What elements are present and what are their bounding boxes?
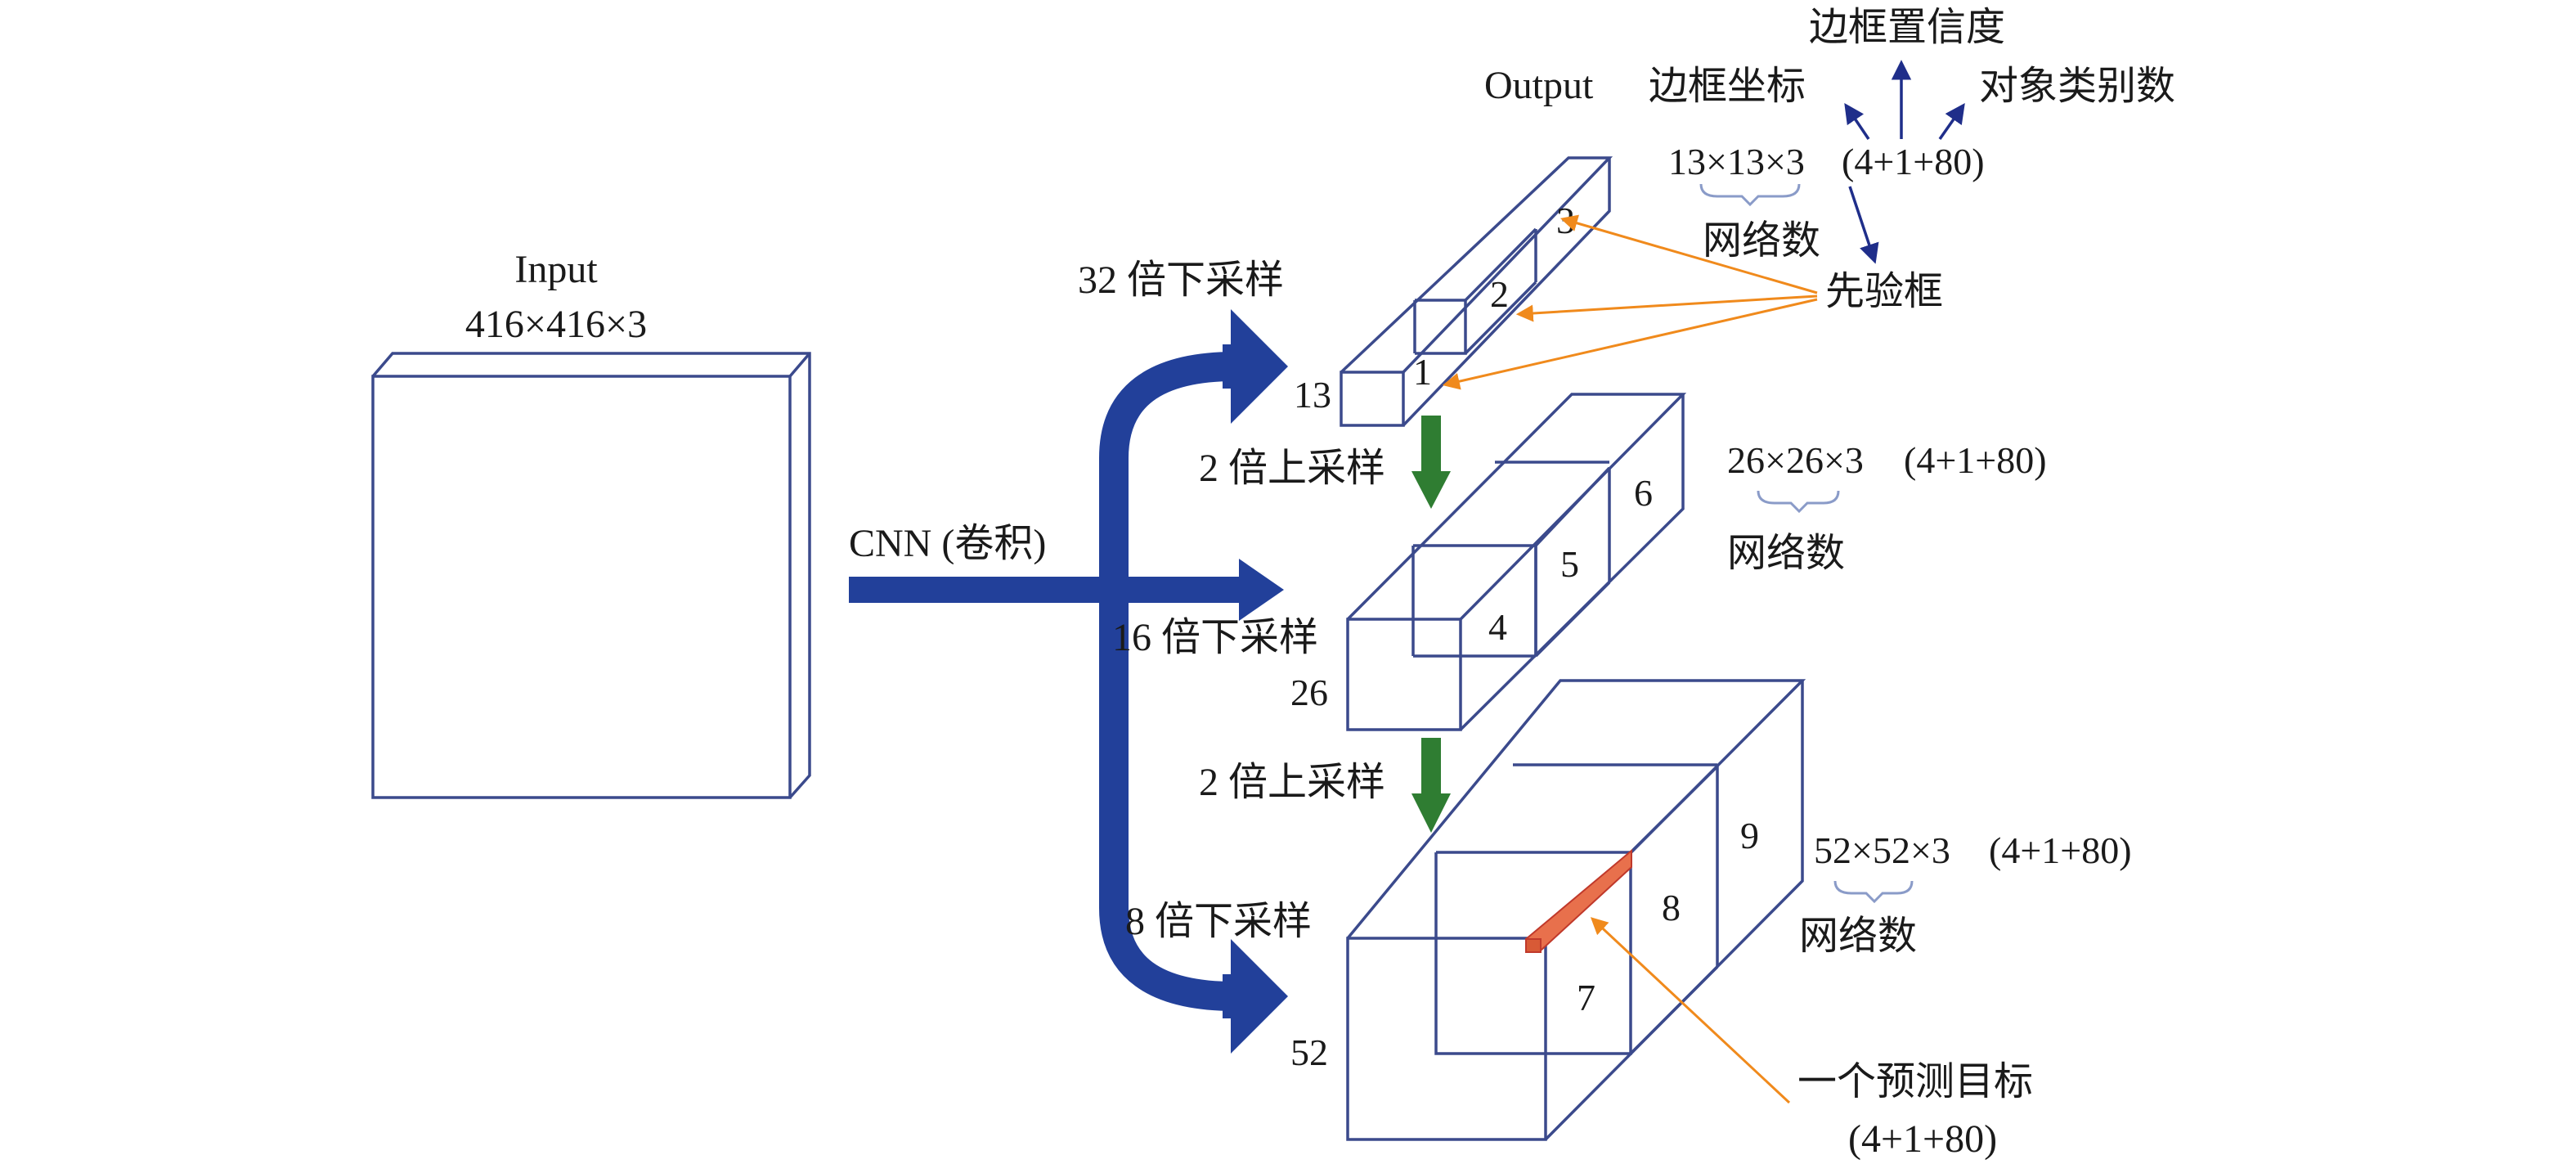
class-count-label: 对象类别数 xyxy=(1979,65,2175,108)
channels-13-label: (4+1+80) xyxy=(1842,141,1985,182)
prior-pointer-1 xyxy=(1442,298,1818,390)
anchor-9: 9 xyxy=(1740,815,1759,856)
anchor-6: 6 xyxy=(1634,472,1653,514)
prior-pointer-2 xyxy=(1515,294,1818,322)
output-block-13 xyxy=(1340,156,1613,427)
anchor-4: 4 xyxy=(1488,606,1507,648)
anchor-1: 1 xyxy=(1413,351,1432,393)
grid-52-brace xyxy=(1833,880,1914,904)
prediction-pointer xyxy=(1590,917,1791,1104)
prediction-cell xyxy=(1525,848,1632,953)
downsample-32-label: 32 倍下采样 xyxy=(1078,258,1284,302)
x8-arrow-head xyxy=(1223,939,1288,1054)
grid-size-26: 26 xyxy=(1290,672,1328,713)
prior-box-label: 先验框 xyxy=(1825,270,1943,313)
upsample-2-label: 2 倍上采样 xyxy=(1199,761,1385,804)
upsample-arrow-2 xyxy=(1411,738,1451,833)
grid-52-note: 网络数 xyxy=(1799,915,1917,958)
input-title: Input xyxy=(514,248,598,291)
anchor-5: 5 xyxy=(1560,543,1579,585)
downsample-trunk xyxy=(1099,352,1236,1011)
input-size: 416×416×3 xyxy=(465,303,647,346)
x32-arrow-head xyxy=(1223,309,1288,424)
grid-to-prior-pointer xyxy=(1848,186,1879,264)
grid-13-label: 13×13×3 xyxy=(1668,141,1805,182)
anchor-2: 2 xyxy=(1490,273,1509,315)
grid-52-label: 52×52×3 xyxy=(1814,829,1950,871)
grid-26-label: 26×26×3 xyxy=(1727,439,1864,481)
output-block-26 xyxy=(1346,393,1687,731)
channels-52-label: (4+1+80) xyxy=(1989,829,2132,871)
grid-size-13: 13 xyxy=(1294,374,1331,416)
bbox-confidence-label: 边框置信度 xyxy=(1809,6,2005,49)
output-block-52 xyxy=(1346,679,1806,1141)
prediction-channels: (4+1+80) xyxy=(1848,1117,1997,1161)
prediction-label: 一个预测目标 xyxy=(1797,1060,2033,1103)
downsample-16-label: 16 倍下采样 xyxy=(1112,616,1318,659)
main-flow-arrows xyxy=(849,309,1288,1054)
grid-size-52: 52 xyxy=(1290,1031,1328,1073)
x16-arrow-head xyxy=(1239,559,1284,621)
input-block xyxy=(371,352,811,799)
bbox-coords-pointer xyxy=(1844,102,1870,140)
grid-13-brace xyxy=(1699,183,1801,207)
cnn-horizontal-arrow-shaft xyxy=(849,577,1258,603)
bbox-coords-label: 边框坐标 xyxy=(1649,65,1806,108)
anchor-7: 7 xyxy=(1577,977,1595,1018)
class-count-pointer xyxy=(1938,102,1965,141)
channels-26-label: (4+1+80) xyxy=(1904,439,2047,481)
grid-26-note: 网络数 xyxy=(1727,532,1845,575)
downsample-8-label: 8 倍下采样 xyxy=(1125,900,1312,943)
prior-pointer-3 xyxy=(1560,214,1818,294)
grid-13-note: 网络数 xyxy=(1703,219,1820,263)
anchor-8: 8 xyxy=(1662,887,1681,928)
upsample-arrow-1 xyxy=(1411,416,1451,509)
upsample-1-label: 2 倍上采样 xyxy=(1199,447,1385,490)
cnn-label: CNN (卷积) xyxy=(849,522,1046,565)
output-label: Output xyxy=(1484,64,1594,107)
grid-26-brace xyxy=(1757,490,1840,514)
